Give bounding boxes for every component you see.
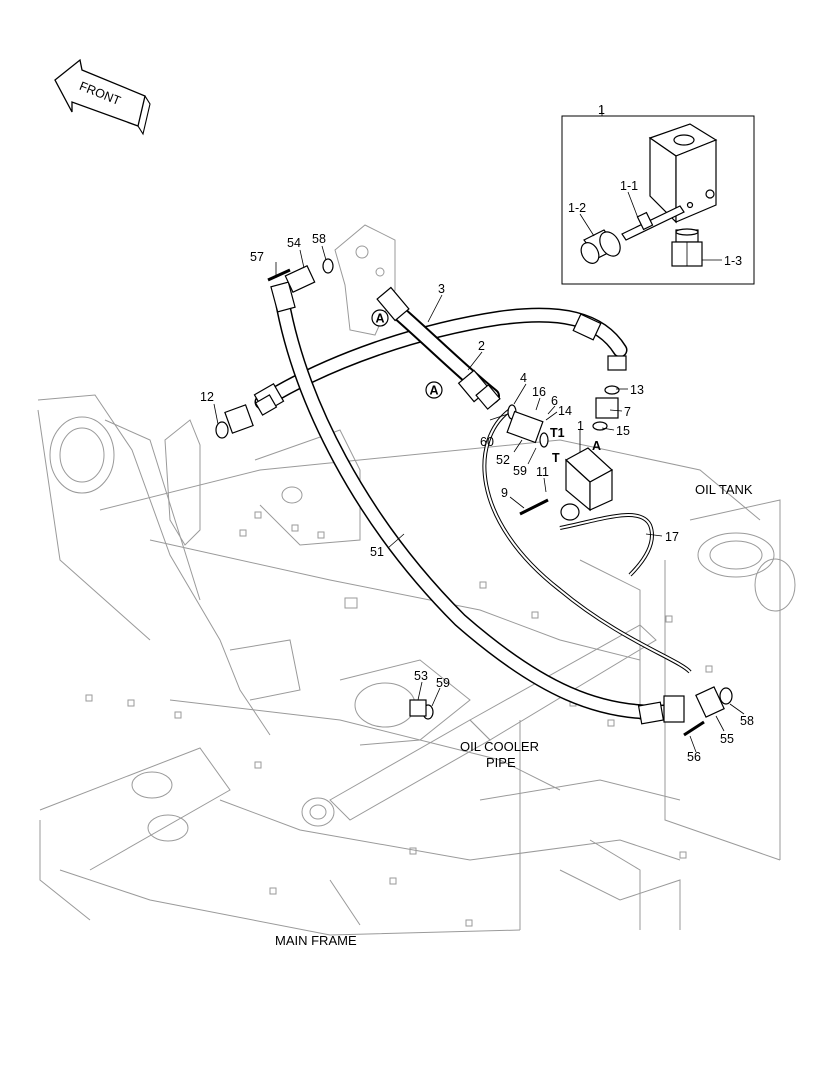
callout-53: 53	[414, 669, 428, 683]
callout-labels: 57 54 58 3 2 4 16 6 14 13 7 15 1 12 60 T…	[200, 232, 754, 764]
svg-text:A: A	[376, 312, 385, 326]
label-1-3: 1-3	[724, 254, 742, 268]
callout-11: 11	[536, 465, 549, 479]
oil-tank-caption: OIL TANK	[695, 482, 753, 497]
label-1-1: 1-1	[620, 179, 638, 193]
callout-a-valve: A	[592, 439, 601, 453]
plug-drawing	[671, 228, 703, 267]
callout-58-lower: 58	[740, 714, 754, 728]
callout-2: 2	[478, 339, 485, 353]
callout-58-top: 58	[312, 232, 326, 246]
callout-4: 4	[520, 371, 527, 385]
callout-t1: T1	[550, 426, 565, 440]
callout-leaders	[213, 245, 745, 753]
svg-text:A: A	[430, 384, 439, 398]
callout-13: 13	[630, 383, 644, 397]
detail-box-number: 1	[598, 103, 605, 117]
oil-cooler-caption-line2: PIPE	[486, 755, 516, 770]
label-1-2: 1-2	[568, 201, 586, 215]
callout-12: 12	[200, 390, 214, 404]
callout-16: 16	[532, 385, 546, 399]
callout-3: 3	[438, 282, 445, 296]
callout-9: 9	[501, 486, 508, 500]
callout-57: 57	[250, 250, 264, 264]
circle-a-marker-1: A	[371, 309, 389, 327]
callout-54: 54	[287, 236, 301, 250]
callout-7: 7	[624, 405, 631, 419]
callout-6: 6	[551, 394, 558, 408]
cartridge-drawing	[621, 205, 685, 241]
callout-60: 60	[480, 435, 494, 449]
valve-block-drawing	[648, 123, 718, 224]
hose-fittings	[215, 258, 733, 737]
callout-t: T	[552, 451, 560, 465]
callout-52: 52	[496, 453, 510, 467]
callout-15: 15	[616, 424, 630, 438]
callout-55: 55	[720, 732, 734, 746]
main-frame-caption: MAIN FRAME	[275, 933, 357, 948]
callout-1: 1	[577, 419, 584, 433]
front-arrow-icon: FRONT	[54, 58, 151, 136]
oil-cooler-caption-line1: OIL COOLER	[460, 739, 539, 754]
callout-51: 51	[370, 545, 384, 559]
callout-59-lower: 59	[436, 676, 450, 690]
coil-drawing	[580, 229, 621, 264]
main-frame-outline	[37, 224, 796, 936]
detail-box: 1 1-1 1-2	[561, 103, 755, 285]
callout-59-upper: 59	[513, 464, 527, 478]
callout-17: 17	[665, 530, 679, 544]
circle-a-marker-2: A	[425, 381, 443, 399]
callout-56: 56	[687, 750, 701, 764]
callout-14: 14	[558, 404, 572, 418]
